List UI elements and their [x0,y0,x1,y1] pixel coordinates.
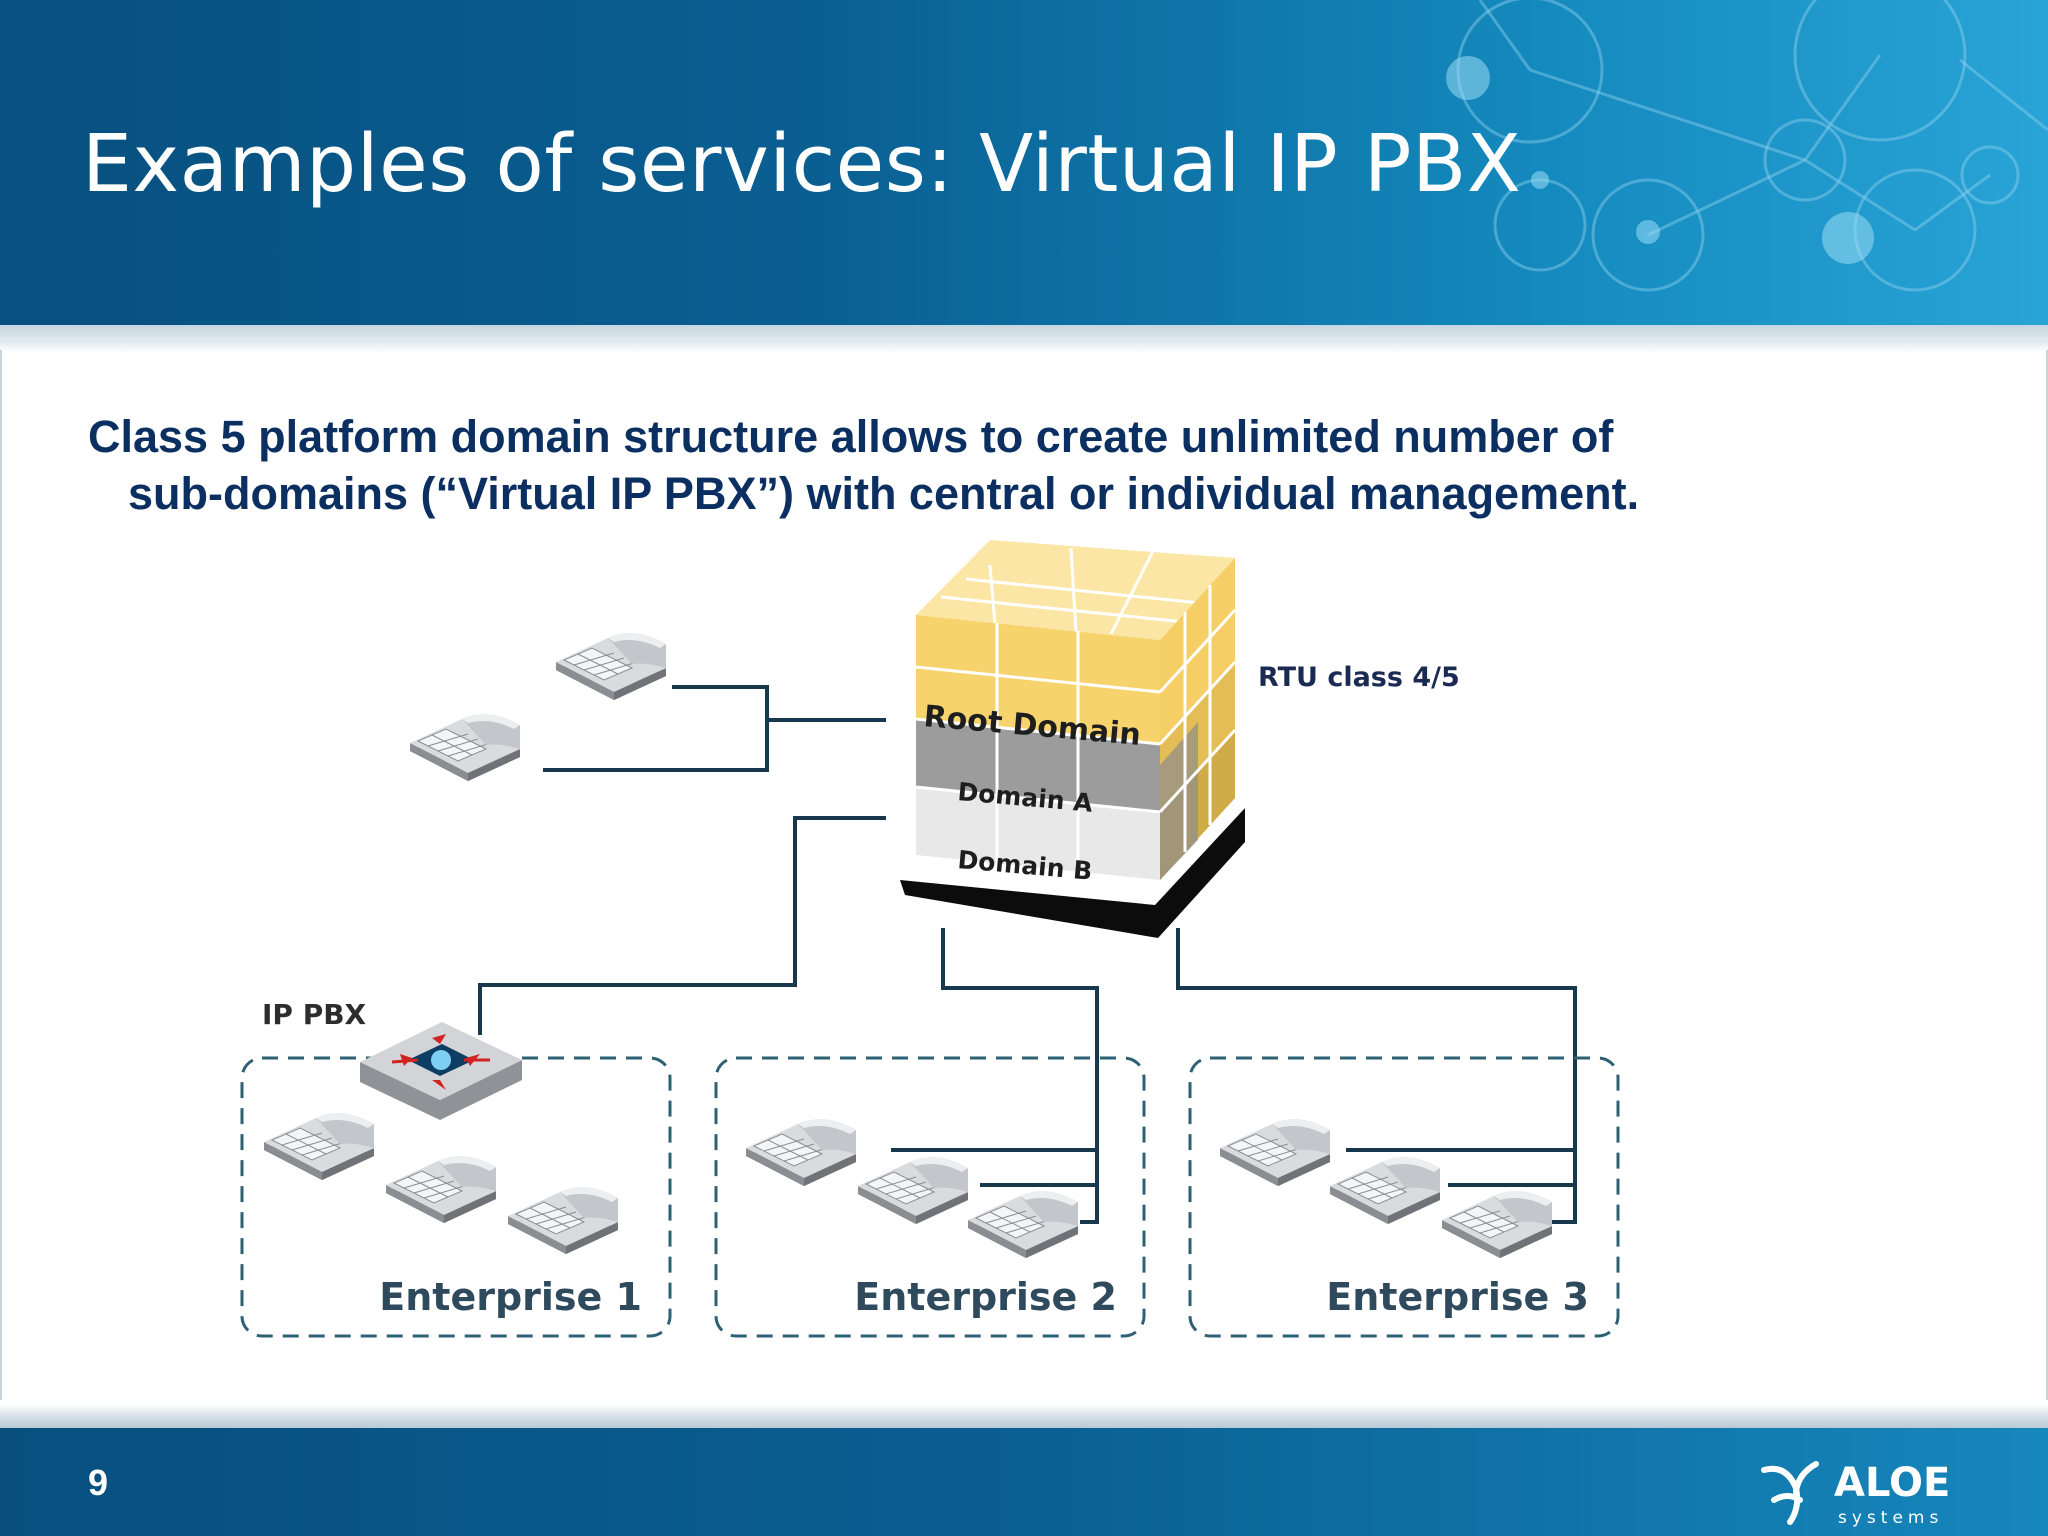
rtu-label: RTU class 4/5 [1258,662,1460,693]
logo-tagline: systems [1838,1508,1943,1528]
subtitle-line-1: Class 5 platform domain structure allows… [88,411,1614,462]
enterprise-3-box [1188,1056,1620,1338]
rtu-cube: Root Domain Domain A Domain B [900,540,1245,938]
phone-icon [507,1186,619,1255]
header-divider [0,325,2048,353]
enterprise-3-label: Enterprise 3 [1326,1275,1589,1319]
phone-icon [1329,1156,1441,1225]
phone-icon [555,632,667,701]
domain-diagram: Root Domain Domain A Domain B RTU class … [240,540,1620,1338]
enterprise-2-box [714,1056,1146,1338]
subtitle-line-2: sub-domains (“Virtual IP PBX”) with cent… [128,468,1640,519]
logo-name: ALOE [1834,1460,1950,1506]
header-banner: Examples of services: Virtual IP PBX [0,0,2048,325]
subtitle: Class 5 platform domain structure allows… [88,408,2008,522]
footer-bar [0,1428,2048,1536]
molecule-decoration [1446,0,2048,292]
phone-icon [385,1155,497,1224]
ip-pbx-label: IP PBX [262,998,367,1031]
page-number: 9 [88,1462,109,1503]
phone-icon [1219,1118,1331,1187]
enterprise-1-label: Enterprise 1 [379,1275,642,1319]
ip-pbx-device [360,1022,522,1120]
right-edge [2046,350,2048,1400]
phone-icon [745,1118,857,1187]
phone-icon [1441,1190,1553,1259]
phone-icon [409,713,521,782]
aloe-leaf-icon [1761,1461,1819,1525]
aloe-logo: ALOE systems [1761,1460,1950,1528]
connection-lines [478,685,1577,1224]
footer-divider [0,1404,2048,1428]
phone-icon [263,1112,375,1181]
page-title: Examples of services: Virtual IP PBX [82,118,1522,210]
left-edge [0,350,2,1400]
phone-icon [967,1190,1079,1259]
phone-icon [857,1156,969,1225]
enterprise-2-label: Enterprise 2 [854,1275,1117,1319]
